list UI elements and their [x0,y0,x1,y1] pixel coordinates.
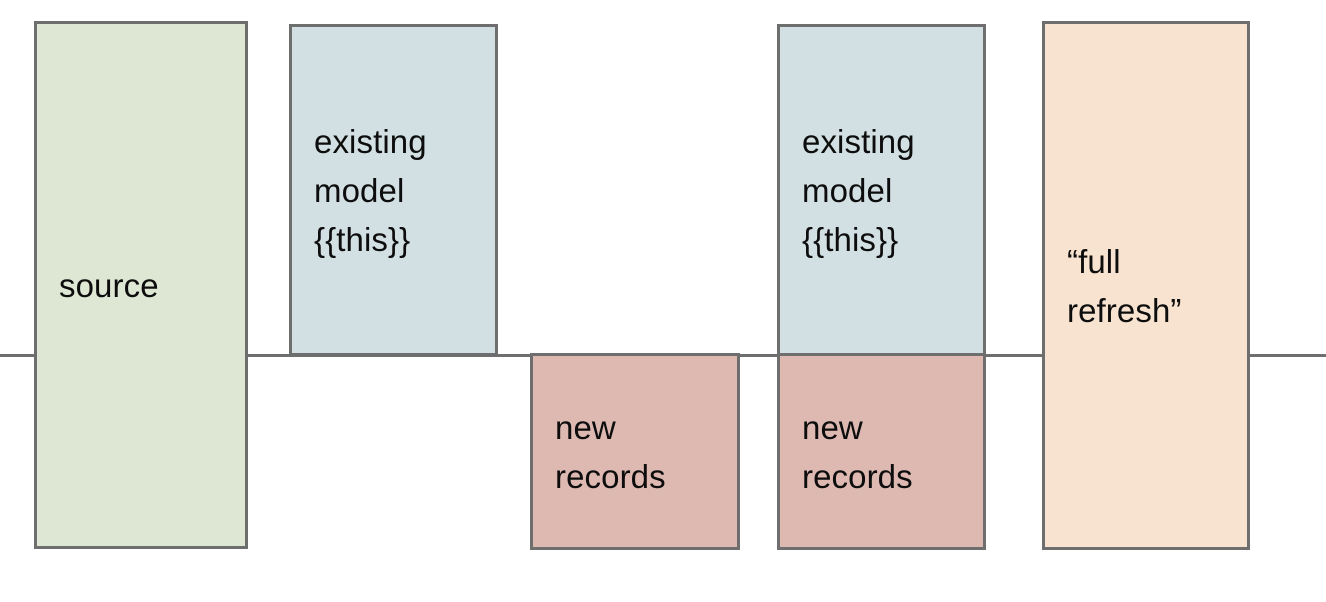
box-new-records-right-label: new records [802,408,913,495]
box-new-records-left[interactable]: new records [530,353,740,550]
box-existing-model-left-label: existing model {{this}} [314,122,427,258]
box-existing-model-right[interactable]: existing model {{this}} [777,24,986,356]
box-full-refresh[interactable]: “full refresh” [1042,21,1250,550]
box-new-records-left-label: new records [555,408,666,495]
box-full-refresh-label: “full refresh” [1067,242,1182,329]
box-source[interactable]: source [34,21,248,549]
box-new-records-right[interactable]: new records [777,353,986,550]
box-existing-model-left[interactable]: existing model {{this}} [289,24,498,356]
box-existing-model-right-label: existing model {{this}} [802,122,915,258]
box-source-label: source [59,266,159,304]
